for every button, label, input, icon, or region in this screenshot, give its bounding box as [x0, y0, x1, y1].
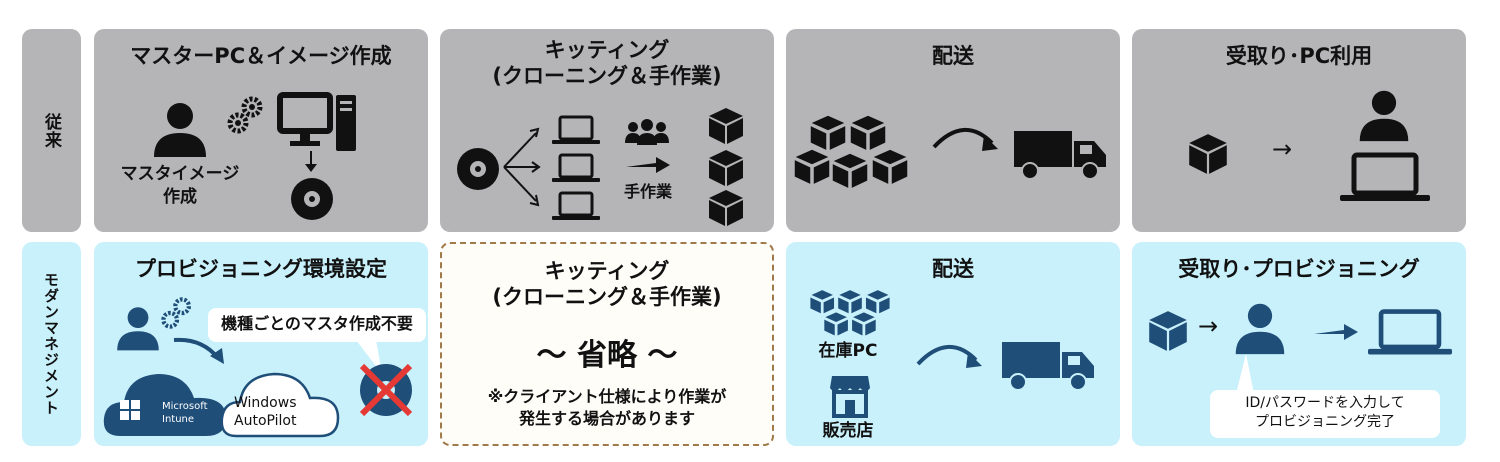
panel-kitting-omitted: キッティング (クローニング＆手作業) ～ 省略 ～ ※クライアント仕様により作…: [440, 242, 774, 446]
panel-kitting: キッティング (クローニング＆手作業) 手作業: [440, 29, 774, 232]
box-icon: [709, 108, 743, 144]
panel-receive: 受取り･PC利用 →: [1132, 29, 1466, 232]
row-label-traditional-box: [22, 29, 81, 232]
panel-delivery: 配送: [786, 29, 1120, 232]
row-label-modern-box: [22, 242, 81, 446]
panel-receive-provisioning: 受取り･プロビジョニング → ID/パスワードを入力して プロビジョニング完了: [1132, 242, 1466, 446]
curved-arrow-icon: [932, 127, 998, 151]
store-label: 販売店: [822, 421, 874, 441]
omitted-label: ～ 省略 ～: [536, 338, 678, 373]
panel-provisioning: プロビジョニング環境設定 Microsoft Intune Windows Au…: [94, 242, 428, 446]
callout-bubble: [1210, 390, 1440, 438]
curved-arrow-icon: [916, 344, 982, 368]
user-icon: [1235, 303, 1285, 355]
right-arrow-icon: [626, 157, 670, 173]
panel-title: キッティング (クローニング＆手作業): [442, 258, 772, 311]
panel-master-pc: マスターPC＆イメージ作成 マスタイメージ 作成: [94, 29, 428, 232]
title-line: キッティング: [544, 38, 670, 62]
label-line: Microsoft: [162, 401, 208, 412]
autopilot-cloud-icon: [220, 372, 340, 438]
panel-title: 受取り･プロビジョニング: [1178, 257, 1420, 281]
callout-tail: [356, 340, 382, 374]
note-line: ID/パスワードを入力して: [1245, 395, 1405, 411]
caption-line: マスタイメージ: [120, 164, 240, 184]
kitting-note: ※クライアント仕様により作業が 発生する場合があります: [442, 386, 772, 429]
laptop-icon: [552, 115, 600, 144]
arrow-text: →: [1197, 312, 1219, 340]
row-label-modern: モダンマネジメント: [42, 272, 60, 416]
box-pile-icon: [808, 288, 892, 338]
panel-title: 受取り･PC利用: [1225, 44, 1373, 68]
box-icon: [709, 190, 743, 226]
panel-title: キッティング (クローニング＆手作業): [440, 37, 774, 90]
team-icon: [625, 119, 669, 145]
disc-icon: [291, 178, 333, 220]
panel-title: 配送: [932, 44, 974, 68]
panel-title: 配送: [932, 257, 974, 281]
label-line: AutoPilot: [234, 413, 297, 430]
note-line: 発生する場合があります: [518, 408, 695, 428]
manual-work-label: 手作業: [623, 182, 672, 201]
intune-cloud-icon: [103, 374, 226, 436]
gear-icon: [227, 96, 263, 134]
laptop-icon: [552, 191, 600, 220]
box-icon: [709, 150, 743, 186]
provisioning-note: ID/パスワードを入力して プロビジョニング完了: [1210, 394, 1440, 432]
right-arrow-icon: [1314, 324, 1358, 340]
arrow-text: →: [1271, 135, 1293, 163]
box-pile-icon: [792, 114, 910, 191]
panel-delivery-modern: 配送 在庫PC 販売店: [786, 242, 1120, 446]
curved-arrow-icon: [173, 337, 224, 364]
box-icon: [1149, 311, 1187, 351]
row-label-traditional: 従来: [41, 112, 61, 149]
truck-icon: [1014, 131, 1106, 180]
title-line: キッティング: [544, 259, 670, 283]
autopilot-label: Windows AutoPilot: [234, 394, 297, 430]
caption-line: 作成: [163, 186, 197, 207]
gear-icon: [161, 297, 192, 329]
box-icon: [1189, 134, 1227, 174]
laptop-icon: [1340, 152, 1430, 201]
user-icon: [154, 103, 206, 157]
label-line: Windows: [234, 395, 297, 411]
note-line: ※クライアント仕様により作業が: [487, 387, 727, 406]
disc-icon: [457, 148, 499, 190]
intune-label: Microsoft Intune: [162, 400, 208, 426]
callout-bubble: [208, 308, 426, 342]
master-image-caption: マスタイメージ 作成: [110, 163, 250, 209]
desktop-pc-icon: [277, 92, 356, 151]
label-line: Intune: [162, 414, 195, 425]
panel-title: マスターPC＆イメージ作成: [130, 44, 392, 68]
laptop-icon: [1368, 309, 1452, 355]
title-line: (クローニング＆手作業): [492, 64, 722, 89]
no-master-cross-icon: [359, 363, 413, 417]
note-line: プロビジョニング完了: [1255, 413, 1395, 430]
store-icon: [830, 376, 870, 418]
stock-pc-label: 在庫PC: [818, 341, 878, 361]
callout-tail: [1236, 354, 1254, 394]
panel-title: プロビジョニング環境設定: [135, 257, 387, 281]
user-icon: [1359, 90, 1409, 142]
title-line: (クローニング＆手作業): [492, 285, 722, 310]
fan-out-arrows-icon: [503, 127, 541, 207]
down-arrow-icon: [305, 151, 317, 172]
truck-icon: [1002, 342, 1094, 391]
laptop-icon: [552, 153, 600, 182]
callout-text: 機種ごとのマスタ作成不要: [221, 314, 413, 333]
user-icon: [117, 307, 159, 351]
